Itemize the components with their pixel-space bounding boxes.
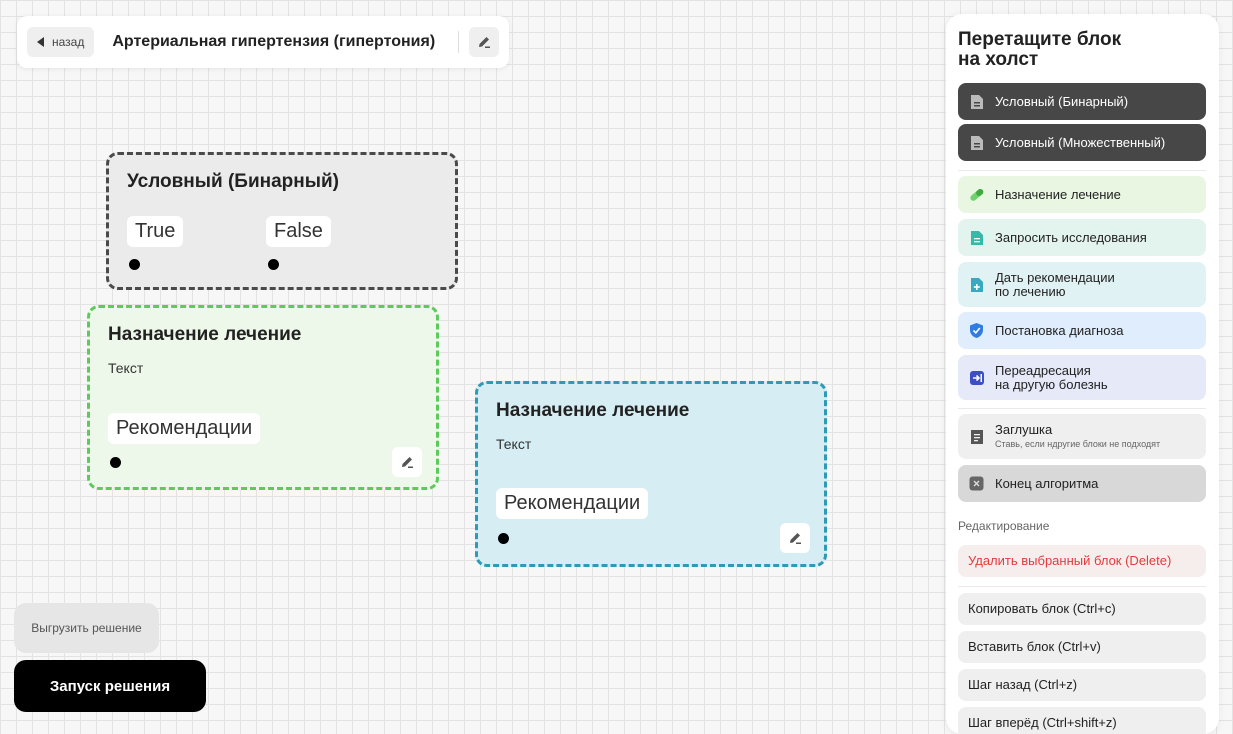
blocks-panel: Перетащите блок на холст Условный (Бинар…	[946, 14, 1219, 734]
block-label: Условный (Бинарный)	[995, 93, 1129, 109]
document-icon	[968, 93, 985, 110]
block-title: Назначение лечение	[496, 400, 690, 421]
block-text: Текст	[496, 436, 532, 452]
block-treatment[interactable]: Назначение лечение	[958, 176, 1206, 213]
undo-button[interactable]: Шаг назад (Ctrl+z)	[958, 669, 1206, 701]
treatment-block[interactable]: Назначение лечение Текст Рекомендации	[87, 305, 439, 490]
pill-icon	[968, 186, 985, 203]
block-binary-condition[interactable]: Условный (Бинарный)	[958, 83, 1206, 120]
block-title: Назначение лечение	[108, 324, 302, 345]
output-port[interactable]	[498, 533, 509, 544]
edit-section-label: Редактирование	[958, 519, 1050, 533]
block-redirect[interactable]: Переадресация на другую болезнь	[958, 355, 1206, 400]
block-end-algorithm[interactable]: Конец алгоритма	[958, 465, 1206, 502]
redirect-icon	[968, 369, 985, 386]
block-label-line1: Дать рекомендации	[995, 269, 1115, 285]
block-label-line2: на другую болезнь	[995, 376, 1108, 392]
placeholder-icon	[968, 428, 985, 445]
block-label: Переадресация на другую болезнь	[995, 362, 1108, 392]
top-bar: назад Артериальная гипертензия (гипертон…	[17, 16, 509, 68]
undo-label: Шаг назад (Ctrl+z)	[968, 677, 1078, 692]
pencil-icon	[479, 37, 490, 48]
panel-title-line2: на холст	[958, 49, 1039, 70]
true-output-port[interactable]	[129, 259, 140, 270]
panel-divider	[958, 586, 1206, 587]
block-label: Назначение лечение	[995, 186, 1121, 202]
block-request-tests[interactable]: Запросить исследования	[958, 219, 1206, 256]
block-label: Условный (Множественный)	[995, 134, 1166, 150]
panel-title: Перетащите блок на холст	[958, 30, 1198, 70]
paste-block-label: Вставить блок (Ctrl+v)	[968, 639, 1101, 654]
panel-divider	[958, 170, 1206, 171]
output-port[interactable]	[110, 457, 121, 468]
false-output-port[interactable]	[268, 259, 279, 270]
block-label-line2: по лечению	[995, 283, 1066, 299]
block-text: Текст	[108, 360, 144, 376]
block-label-main: Заглушка	[995, 422, 1053, 437]
false-output-label: False	[266, 216, 331, 247]
block-placeholder[interactable]: Заглушка Ставь, если ндругие блоки не по…	[958, 414, 1206, 459]
block-multiple-condition[interactable]: Условный (Множественный)	[958, 124, 1206, 161]
block-label: Конец алгоритма	[995, 475, 1099, 491]
edit-block-button[interactable]	[392, 447, 422, 477]
block-treatment-recommendations[interactable]: Дать рекомендации по лечению	[958, 262, 1206, 307]
block-title: Условный (Бинарный)	[127, 171, 339, 192]
block-hint: Ставь, если ндругие блоки не подходят	[995, 439, 1161, 449]
back-button[interactable]: назад	[27, 27, 95, 57]
delete-block-button[interactable]: Удалить выбранный блок (Delete)	[958, 545, 1206, 577]
redo-label: Шаг вперёд (Ctrl+shift+z)	[968, 715, 1117, 730]
block-label-line1: Переадресация	[995, 362, 1091, 378]
block-label: Запросить исследования	[995, 229, 1147, 245]
back-arrow-icon	[37, 37, 44, 47]
edit-title-button[interactable]	[469, 27, 499, 57]
copy-block-label: Копировать блок (Ctrl+c)	[968, 601, 1116, 616]
pencil-icon	[402, 457, 413, 468]
panel-title-line1: Перетащите блок	[958, 29, 1122, 50]
shield-check-icon	[968, 322, 985, 339]
recommendations-output-label: Рекомендации	[108, 413, 261, 444]
header-divider	[458, 31, 459, 53]
document-plus-icon	[968, 276, 985, 293]
back-label: назад	[52, 35, 85, 49]
redo-button[interactable]: Шаг вперёд (Ctrl+shift+z)	[958, 707, 1206, 734]
block-label: Заглушка Ставь, если ндругие блоки не по…	[995, 423, 1160, 450]
block-label: Постановка диагноза	[995, 322, 1124, 338]
page-title: Артериальная гипертензия (гипертония)	[112, 33, 436, 50]
document-lines-icon	[968, 229, 985, 246]
true-output-label: True	[127, 216, 184, 247]
run-solution-button[interactable]: Запуск решения	[14, 660, 206, 712]
delete-block-label: Удалить выбранный блок (Delete)	[968, 553, 1172, 568]
document-icon	[968, 134, 985, 151]
recommendations-output-label: Рекомендации	[496, 488, 649, 519]
panel-divider	[958, 408, 1206, 409]
copy-block-button[interactable]: Копировать блок (Ctrl+c)	[958, 593, 1206, 625]
paste-block-button[interactable]: Вставить блок (Ctrl+v)	[958, 631, 1206, 663]
edit-block-button[interactable]	[780, 523, 810, 553]
block-label: Дать рекомендации по лечению	[995, 269, 1115, 299]
export-solution-button[interactable]: Выгрузить решение	[14, 603, 159, 653]
binary-condition-block[interactable]: Условный (Бинарный) True False	[106, 152, 458, 290]
block-diagnosis[interactable]: Постановка диагноза	[958, 312, 1206, 349]
pencil-icon	[790, 533, 801, 544]
close-box-icon	[968, 475, 985, 492]
treatment-block[interactable]: Назначение лечение Текст Рекомендации	[475, 381, 827, 567]
